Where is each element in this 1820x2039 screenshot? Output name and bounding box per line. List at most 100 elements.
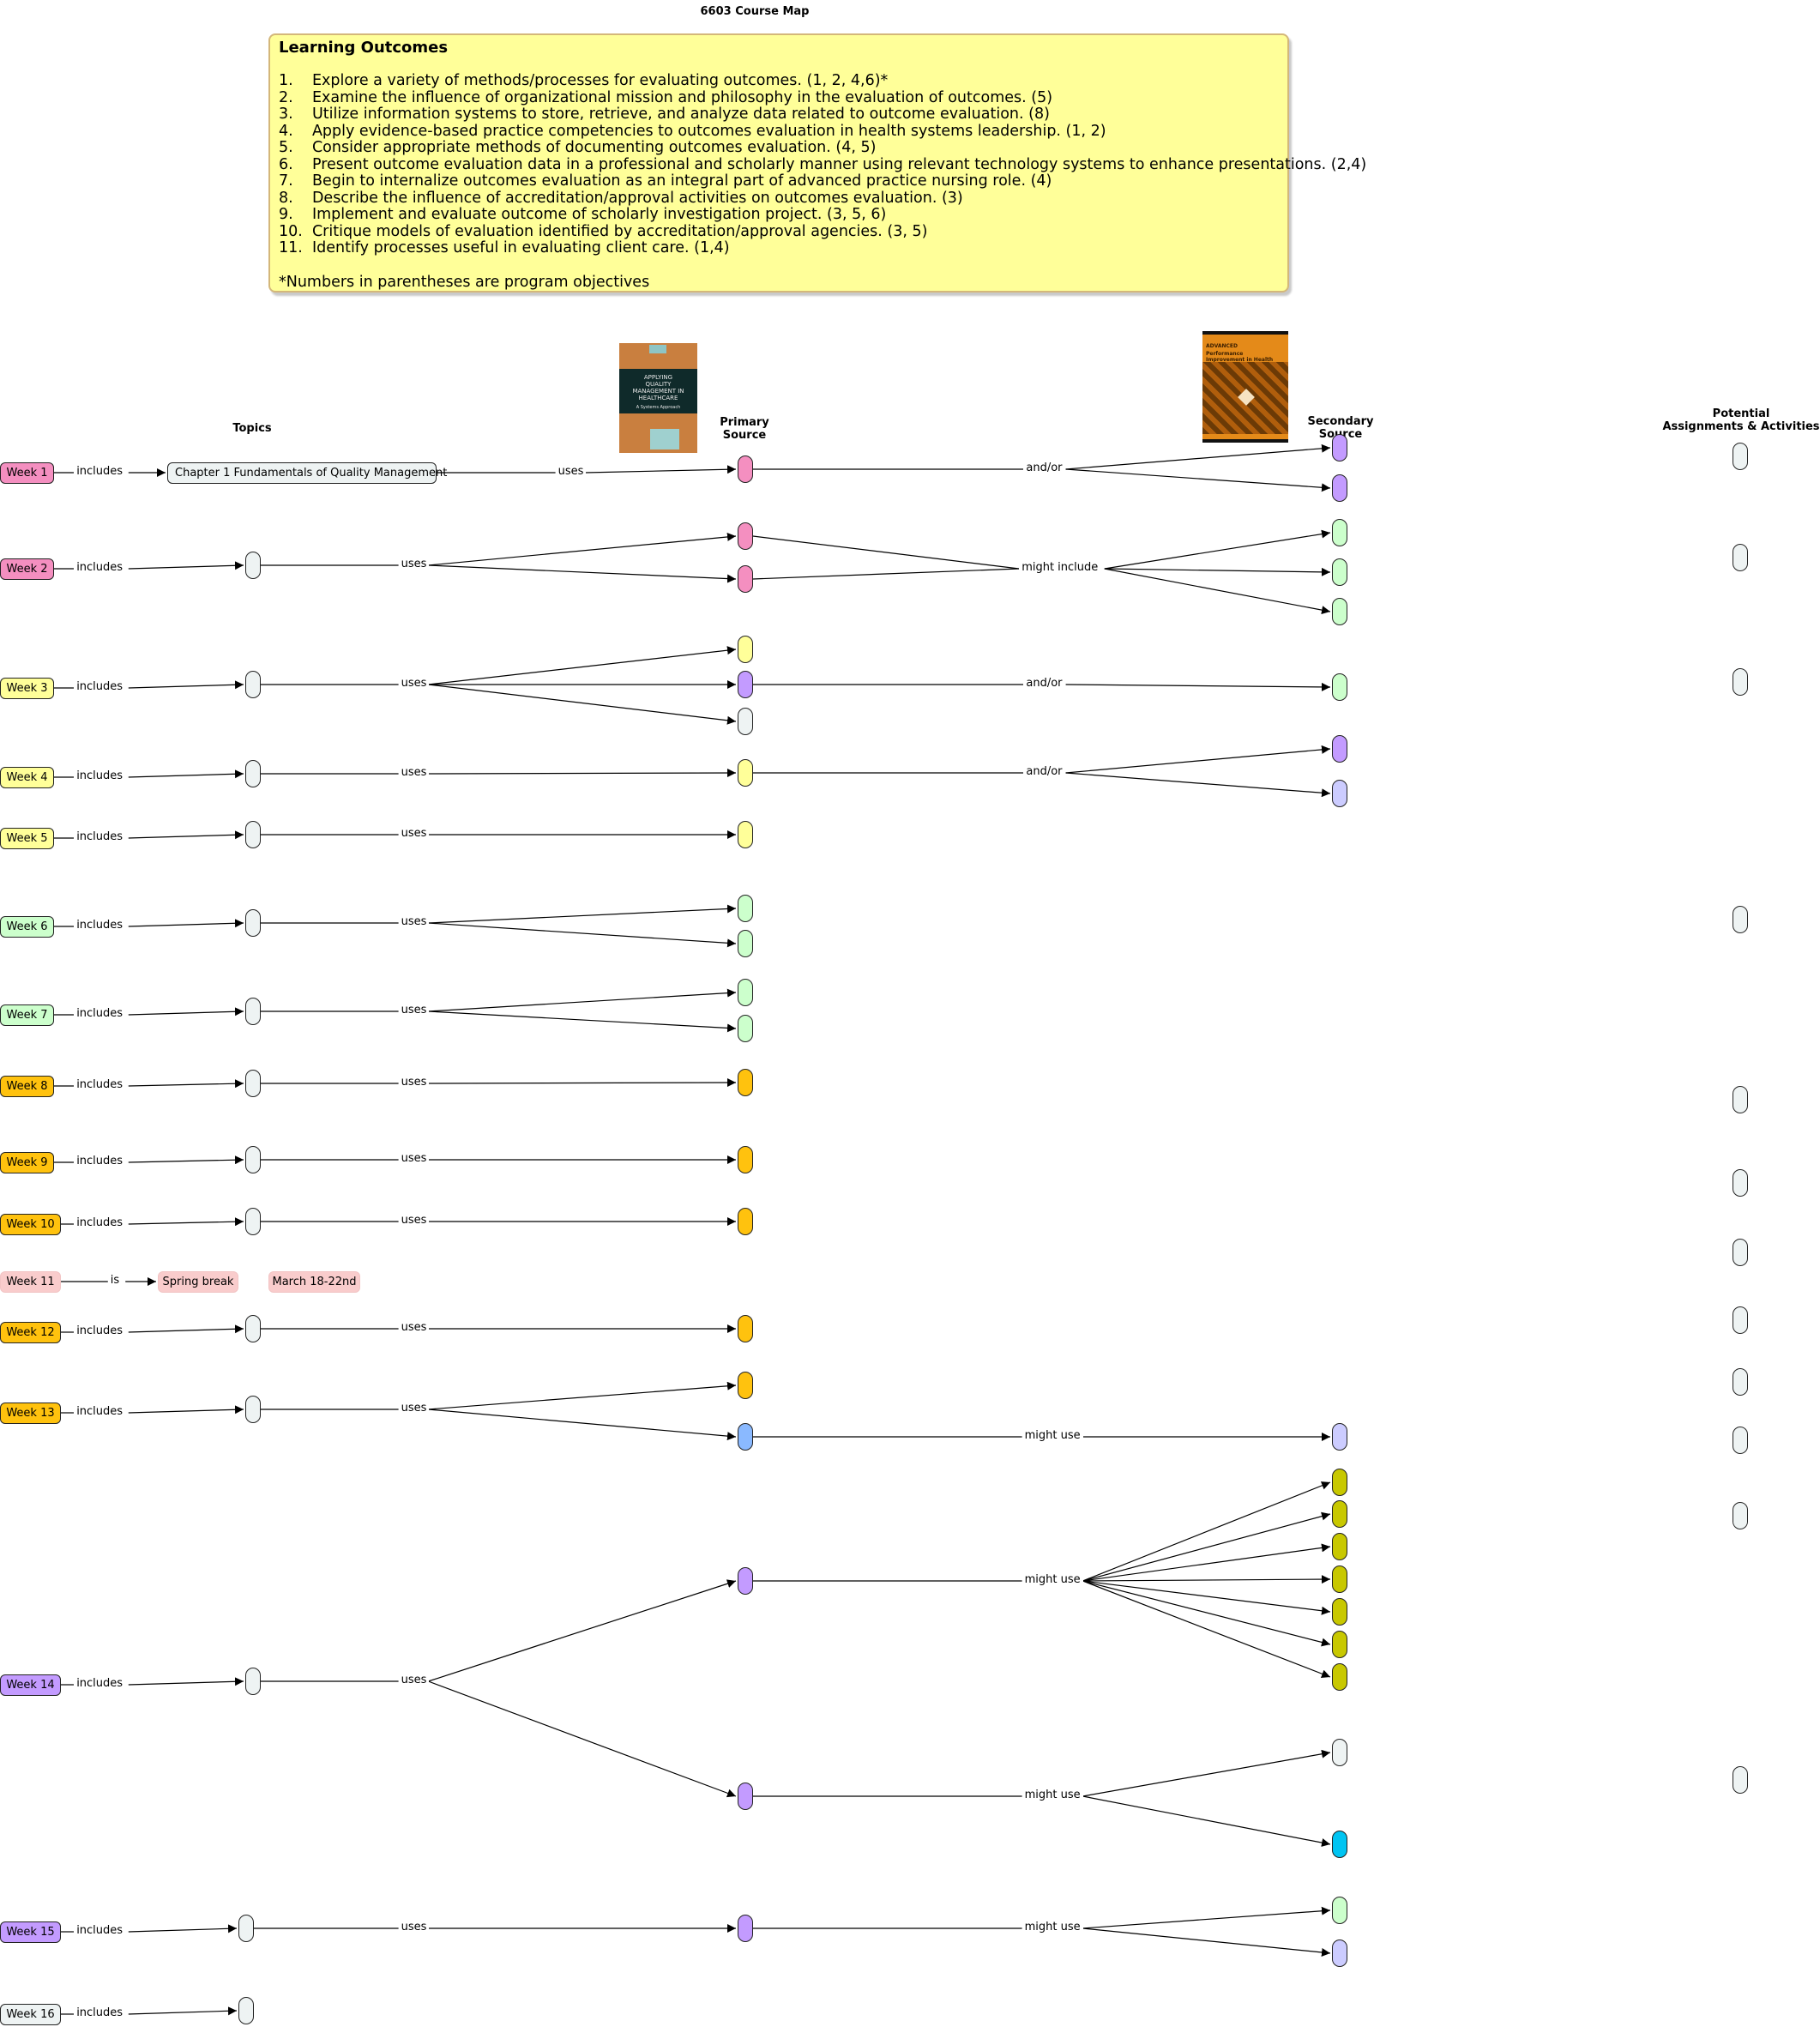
week-node[interactable]: Week 3 xyxy=(0,677,54,699)
primary-source-node[interactable] xyxy=(738,565,753,593)
topic-node[interactable] xyxy=(245,1070,261,1097)
node-label: Spring break xyxy=(162,1275,234,1288)
topic-node[interactable] xyxy=(245,1668,261,1695)
assignment-node[interactable] xyxy=(1733,668,1748,696)
primary-source-node[interactable] xyxy=(738,895,753,922)
week-node[interactable]: Week 12 xyxy=(0,1321,61,1343)
primary-source-node[interactable] xyxy=(738,979,753,1006)
primary-source-header: Primary Source xyxy=(720,416,769,442)
secondary-source-node[interactable] xyxy=(1332,735,1347,763)
secondary-source-node[interactable] xyxy=(1332,1500,1347,1528)
week-node[interactable]: Week 5 xyxy=(0,827,54,849)
secondary-source-node[interactable] xyxy=(1332,1939,1347,1967)
secondary-source-node[interactable] xyxy=(1332,780,1347,807)
link-line xyxy=(128,1079,244,1089)
primary-source-node[interactable] xyxy=(738,1146,753,1173)
primary-source-node[interactable] xyxy=(738,1915,753,1942)
topic-node[interactable] xyxy=(245,1146,261,1173)
topic-node[interactable] xyxy=(245,552,261,579)
primary-source-node[interactable] xyxy=(738,1372,753,1399)
link-line xyxy=(1065,468,1331,492)
week-node[interactable]: Week 11 xyxy=(0,1270,61,1293)
primary-source-node[interactable] xyxy=(738,671,753,698)
topic-node[interactable] xyxy=(238,1915,254,1942)
topic-node[interactable] xyxy=(245,998,261,1025)
primary-source-node[interactable] xyxy=(738,1783,753,1810)
primary-source-node[interactable] xyxy=(738,1208,753,1235)
link-label: uses xyxy=(398,1322,430,1334)
week-node[interactable]: Week 14 xyxy=(0,1674,61,1696)
assignment-node[interactable] xyxy=(1733,1086,1748,1113)
node-label: Week 5 xyxy=(6,831,48,845)
week-node[interactable]: Week 4 xyxy=(0,766,54,788)
topic-node[interactable] xyxy=(238,1997,254,2024)
primary-source-node[interactable] xyxy=(738,522,753,550)
week-node[interactable]: Week 16 xyxy=(0,2003,61,2025)
secondary-source-node[interactable] xyxy=(1332,1423,1347,1451)
primary-source-node[interactable] xyxy=(738,1423,753,1451)
week-node[interactable]: Week 13 xyxy=(0,1402,61,1424)
week-node[interactable]: Week 1 xyxy=(0,461,54,484)
week-node[interactable]: Week 15 xyxy=(0,1921,61,1943)
assignment-node[interactable] xyxy=(1733,1368,1748,1396)
assignment-node[interactable] xyxy=(1733,906,1748,933)
secondary-source-node[interactable] xyxy=(1332,598,1347,625)
topic-node[interactable] xyxy=(245,1396,261,1423)
secondary-source-node[interactable] xyxy=(1332,558,1347,586)
link-line xyxy=(128,830,244,840)
primary-source-node[interactable] xyxy=(738,708,753,735)
primary-source-node[interactable] xyxy=(738,1015,753,1042)
primary-source-node[interactable] xyxy=(738,636,753,663)
topic-node[interactable] xyxy=(245,1315,261,1342)
secondary-source-node[interactable] xyxy=(1332,1663,1347,1691)
primary-source-node[interactable] xyxy=(738,1567,753,1595)
primary-source-node[interactable] xyxy=(738,759,753,787)
secondary-source-node[interactable] xyxy=(1332,1533,1347,1560)
assignment-node[interactable] xyxy=(1733,443,1748,470)
week-node[interactable]: Week 8 xyxy=(0,1075,54,1097)
link-label: uses xyxy=(398,558,430,570)
secondary-source-node[interactable] xyxy=(1332,1469,1347,1496)
topic-node[interactable]: Chapter 1 Fundamentals of Quality Manage… xyxy=(167,461,447,484)
week-node[interactable]: Week 9 xyxy=(0,1151,54,1173)
secondary-source-node[interactable] xyxy=(1332,1565,1347,1593)
topic-node[interactable] xyxy=(245,1208,261,1235)
week-node[interactable]: Week 2 xyxy=(0,558,54,580)
secondary-source-node[interactable] xyxy=(1332,519,1347,546)
primary-source-node[interactable] xyxy=(738,1069,753,1096)
link-label: includes xyxy=(74,1217,126,1229)
topic-node[interactable] xyxy=(245,760,261,787)
link-line xyxy=(752,535,1020,570)
assignment-node[interactable] xyxy=(1733,1239,1748,1266)
primary-source-node[interactable] xyxy=(738,821,753,848)
assignment-node[interactable] xyxy=(1733,1306,1748,1334)
secondary-source-node[interactable] xyxy=(1332,1631,1347,1658)
secondary-source-node[interactable] xyxy=(1332,1831,1347,1858)
secondary-source-node[interactable] xyxy=(1332,434,1347,461)
topic-node[interactable] xyxy=(245,909,261,937)
primary-book-subtitle: A Systems Approach xyxy=(636,405,681,410)
outcomes-footnote: *Numbers in parentheses are program obje… xyxy=(279,273,650,291)
week-node[interactable]: Week 7 xyxy=(0,1004,54,1026)
week-node[interactable]: Week 6 xyxy=(0,915,54,938)
assignment-node[interactable] xyxy=(1733,1169,1748,1197)
secondary-source-node[interactable] xyxy=(1332,1739,1347,1766)
secondary-source-node[interactable] xyxy=(1332,1598,1347,1626)
assignment-node[interactable] xyxy=(1733,1766,1748,1794)
note-node[interactable]: March 18-22nd xyxy=(268,1270,360,1293)
assignment-node[interactable] xyxy=(1733,544,1748,571)
secondary-source-node[interactable] xyxy=(1332,1897,1347,1924)
primary-source-node[interactable] xyxy=(738,1315,753,1342)
topic-node[interactable] xyxy=(245,671,261,698)
primary-source-node[interactable] xyxy=(738,930,753,957)
assignment-node[interactable] xyxy=(1733,1427,1748,1454)
link-line xyxy=(1065,682,1331,691)
primary-source-node[interactable] xyxy=(738,455,753,483)
secondary-source-node[interactable] xyxy=(1332,673,1347,701)
week-node[interactable]: Week 10 xyxy=(0,1213,61,1235)
link-label: includes xyxy=(74,1008,126,1020)
assignment-node[interactable] xyxy=(1733,1502,1748,1529)
note-node[interactable]: Spring break xyxy=(158,1270,238,1293)
topic-node[interactable] xyxy=(245,821,261,848)
secondary-source-node[interactable] xyxy=(1332,474,1347,502)
